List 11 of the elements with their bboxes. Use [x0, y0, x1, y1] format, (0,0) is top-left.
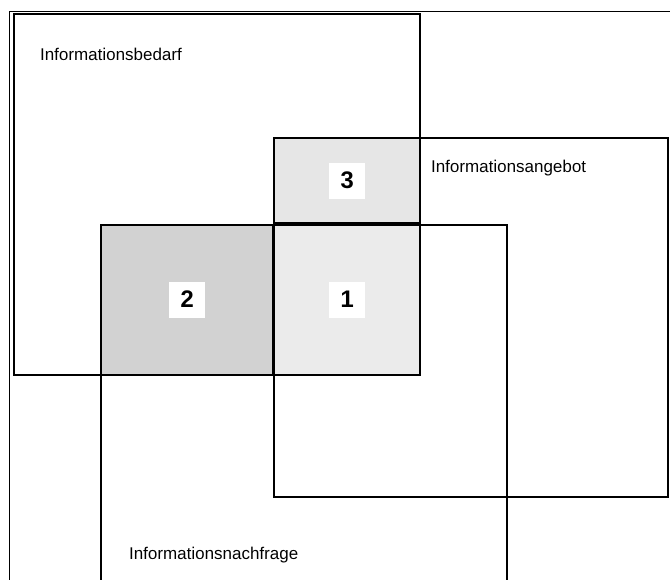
- overlap-region: [273, 137, 421, 224]
- set-rectangle: [13, 13, 421, 376]
- region-number: 1: [329, 282, 365, 318]
- region-number: 3: [329, 162, 365, 198]
- set-label: Informationsnachfrage: [129, 544, 298, 564]
- overlap-region: [100, 224, 274, 376]
- region-number: 2: [169, 282, 205, 318]
- overlap-region: [273, 224, 421, 376]
- set-label: Informationsangebot: [431, 157, 586, 177]
- set-rectangle: [273, 137, 669, 498]
- set-label: Informationsbedarf: [40, 45, 182, 65]
